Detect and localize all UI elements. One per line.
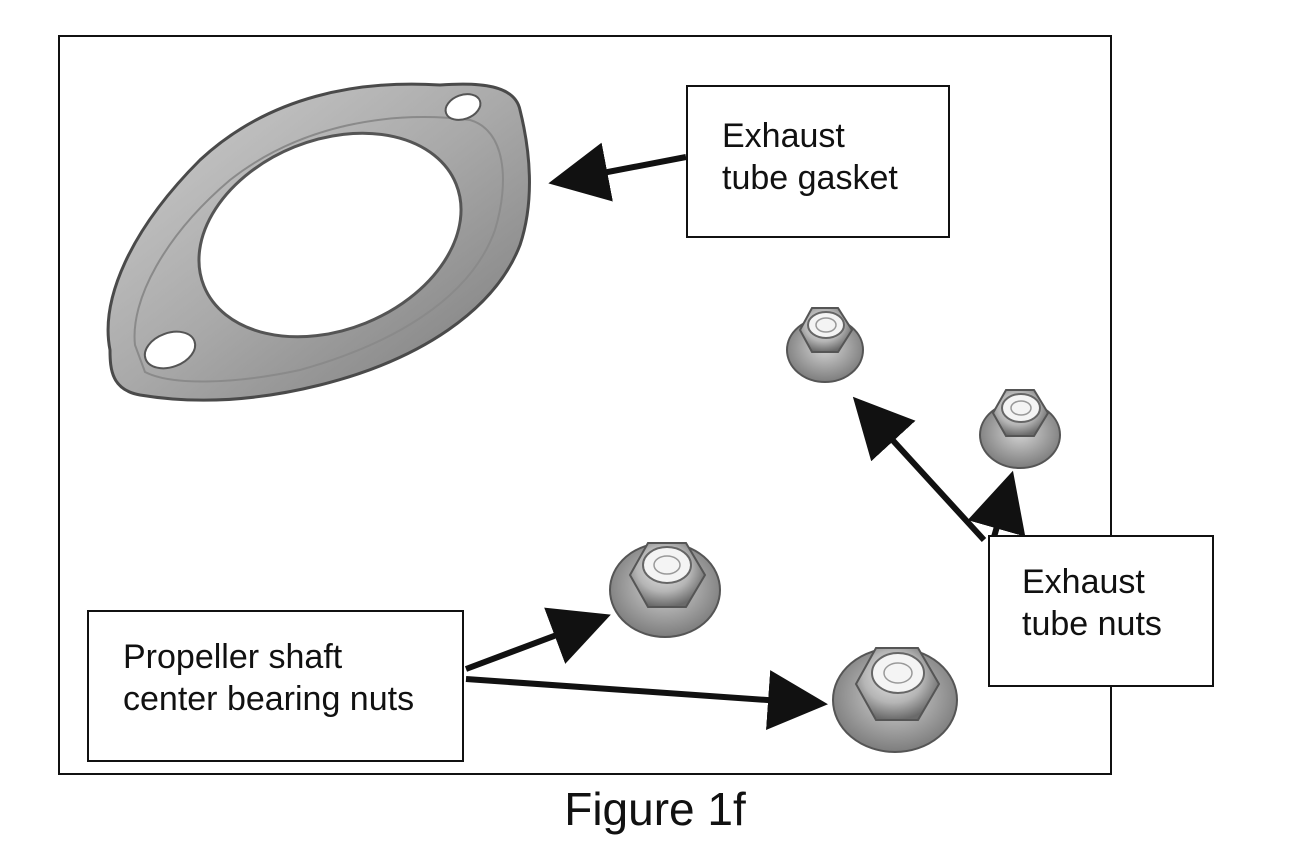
callout-line: tube gasket — [722, 159, 898, 197]
exhaust-tube-nut — [979, 389, 1061, 469]
propeller-shaft-center-bearing-nut — [832, 647, 958, 753]
callout-line: tube nuts — [1022, 605, 1162, 643]
tube-nut-arrow-upper — [852, 396, 987, 543]
gasket-arrow — [548, 142, 687, 202]
bearing-nut-arrow-upper — [464, 607, 611, 672]
figure-frame — [58, 35, 1112, 775]
leader-arrows — [464, 142, 1026, 731]
callout-exhaust-tube-nuts: Exhaust tube nuts — [988, 535, 1214, 687]
tube-nut-arrow-lower — [967, 470, 1026, 538]
callout-line: Exhaust — [722, 117, 845, 155]
propeller-shaft-center-bearing-nut — [609, 542, 721, 638]
figure-caption: Figure 1f — [564, 783, 746, 835]
exhaust-tube-nut — [786, 307, 864, 383]
callout-exhaust-tube-gasket: Exhaust tube gasket — [686, 85, 950, 238]
callout-line: Exhaust — [1022, 563, 1145, 601]
callout-line: Propeller shaft — [123, 638, 343, 676]
bearing-nut-arrow-lower — [465, 670, 828, 731]
callout-line: center bearing nuts — [123, 680, 415, 718]
exhaust-gasket — [106, 82, 531, 402]
callout-propeller-shaft-nuts: Propeller shaft center bearing nuts — [87, 610, 464, 762]
